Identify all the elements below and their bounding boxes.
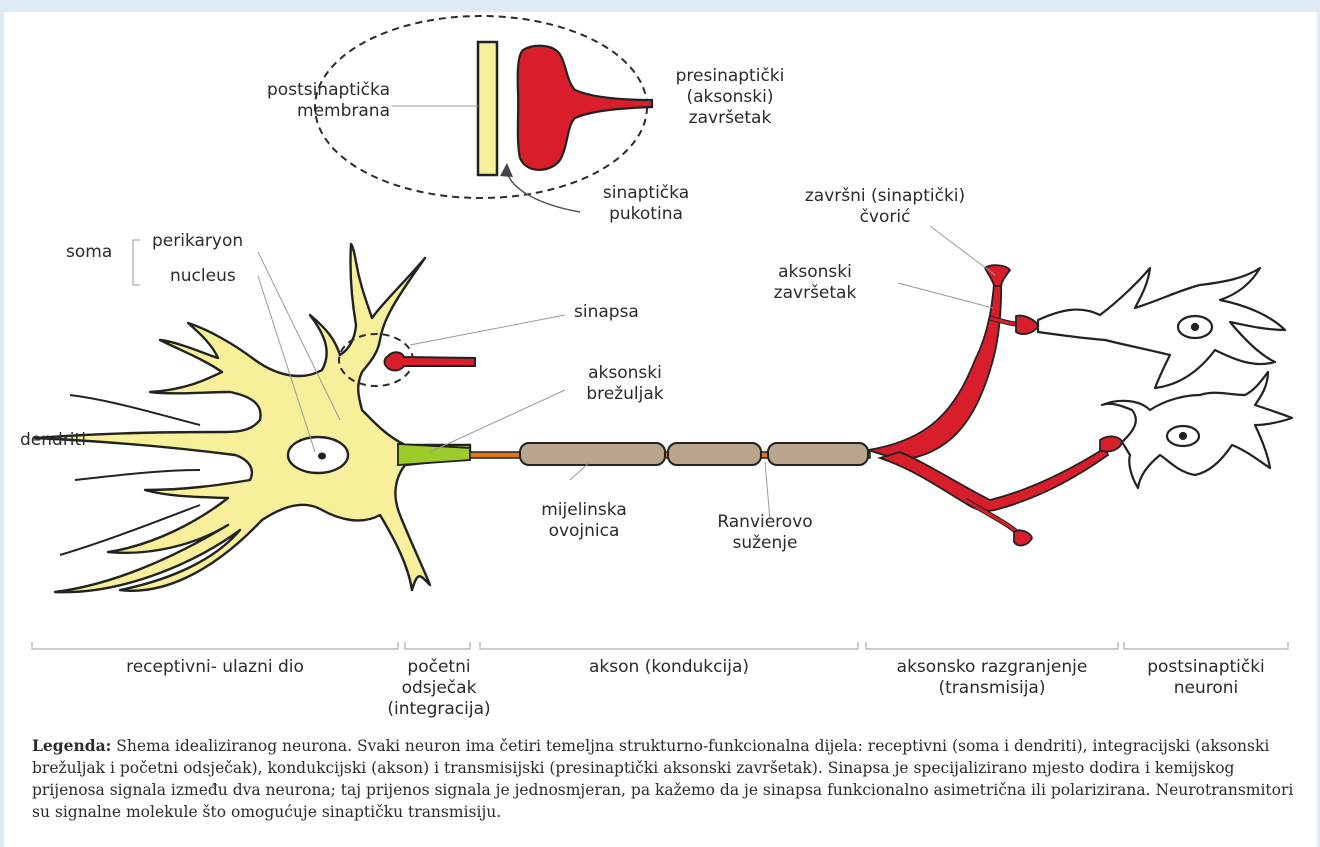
- section-axon-branching: aksonsko razgranjenje (transmisija): [866, 657, 1118, 699]
- axon-hillock-shape: [398, 444, 470, 465]
- presynaptic-terminal-shape: [518, 46, 652, 170]
- label-axon-hillock: aksonski brežuljak: [570, 363, 680, 405]
- neuron-soma: [35, 244, 470, 592]
- soma-shape: [35, 244, 470, 592]
- cleft-arrow-line: [507, 172, 580, 212]
- axon-branching: [868, 265, 1122, 545]
- label-dendrites: dendriti: [20, 430, 86, 451]
- dendrite-branch-1: [70, 395, 200, 425]
- legend-caption: Legenda: Shema idealiziranog neurona. Sv…: [32, 735, 1302, 823]
- label-postsynaptic-membrane: postsinaptička membrana: [210, 80, 390, 122]
- label-ranvier-node: Ranvierovo suženje: [700, 512, 830, 554]
- section-axon: akson (kondukcija): [480, 657, 858, 678]
- label-synaptic-cleft: sinaptička pukotina: [586, 183, 706, 225]
- label-perikaryon: perikaryon: [152, 231, 243, 252]
- postsynaptic-neuron-2: [1102, 372, 1292, 488]
- terminal-bouton-lower: [1100, 436, 1122, 451]
- myelin-segment-1: [520, 443, 665, 465]
- label-myelin-sheath: mijelinska ovojnica: [524, 500, 644, 542]
- myelin-segment-3: [768, 443, 868, 465]
- myelin-segment-2: [668, 443, 761, 465]
- label-soma: soma: [66, 242, 112, 263]
- terminal-bouton-bottom: [1014, 530, 1032, 545]
- synapse-terminal-shape: [385, 352, 475, 370]
- soma-bracket: [133, 240, 140, 285]
- nucleolus-dot: [318, 453, 326, 460]
- dendrite-branch-2: [75, 470, 200, 480]
- legend-text: Shema idealiziranog neurona. Svaki neuro…: [32, 737, 1293, 821]
- legend-title: Legenda:: [32, 736, 111, 755]
- axon: [470, 443, 870, 465]
- label-presynaptic-terminal: presinaptički (aksonski) završetak: [655, 66, 805, 129]
- label-nucleus: nucleus: [170, 266, 236, 287]
- cleft-arrow-head: [500, 163, 513, 177]
- section-receptive: receptivni- ulazni dio: [32, 657, 398, 678]
- terminal-bouton-upper: [1016, 316, 1038, 334]
- terminal-bouton-top: [985, 265, 1010, 286]
- postsynaptic-membrane-shape: [478, 42, 497, 175]
- nucleus-shape: [288, 437, 348, 473]
- label-terminal-node: završni (sinaptički) čvorić: [790, 186, 980, 228]
- label-axon-terminal: aksonski završetak: [755, 262, 875, 304]
- section-postsynaptic: postsinaptički neuroni: [1124, 657, 1288, 699]
- branch-upper: [868, 272, 1001, 460]
- section-brackets: [32, 642, 1288, 649]
- postsynaptic-neuron-1: [1038, 268, 1285, 388]
- label-synapse: sinapsa: [574, 302, 639, 323]
